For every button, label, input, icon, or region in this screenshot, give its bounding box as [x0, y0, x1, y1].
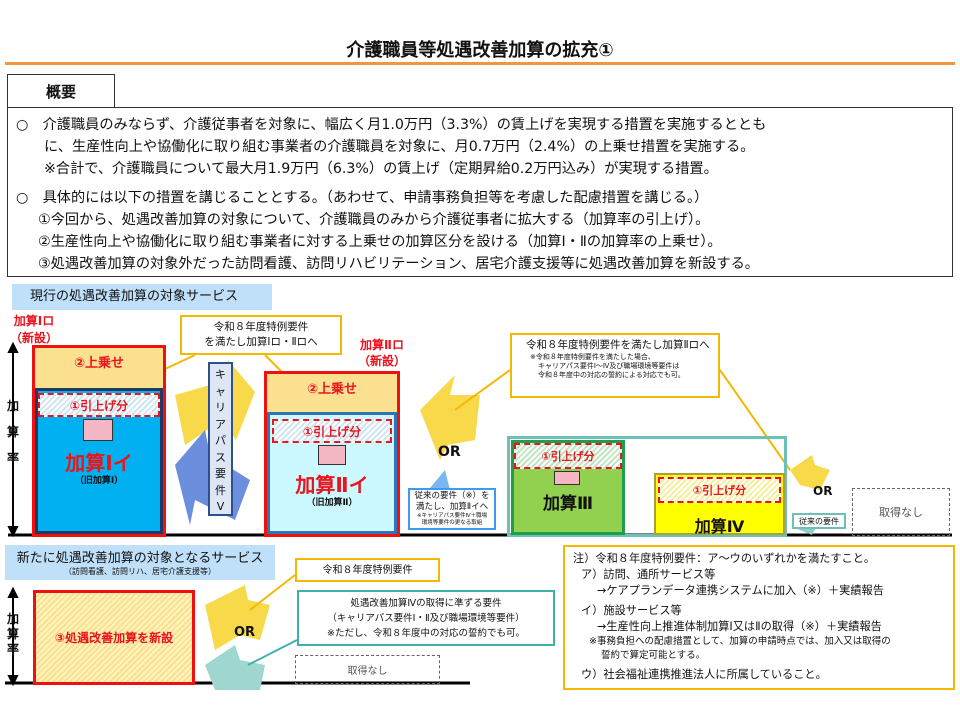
- kasan-1-box: ②上乗せ ①引上げ分 加算Ⅰイ （旧加算Ⅰ）: [32, 345, 166, 537]
- new-services-header: 新たに処遇改善加算の対象となるサービス（訪問看護、訪問リハ、居宅介護支援等）: [5, 545, 275, 580]
- rate-axis-label: 加算率: [6, 612, 19, 656]
- callout-2ro: 令和８年度特例要件を満たし加算Ⅱロへ ※令和８年度特例要件を満たした場合、 キャ…: [510, 333, 720, 398]
- kasan-4-label: 加算Ⅳ: [694, 517, 745, 536]
- hikiage-label: ①引上げ分: [514, 443, 622, 469]
- notes-box: 注）令和８年度特例要件：ア～ウのいずれかを満たすこと。 ア）訪問、通所サービス等…: [563, 545, 955, 690]
- kasan-3-label: 加算Ⅲ: [542, 494, 594, 514]
- new-kasan-box: ③処遇改善加算を新設: [33, 590, 195, 685]
- overview-line: ①今回から、処遇改善加算の対象について、介護職員のみから介護従事者に拡大する（加…: [38, 212, 710, 228]
- axis-arrow-icon: [7, 341, 19, 687]
- kasan-2i-box: ①引上げ分 加算Ⅱイ （旧加算Ⅱ）: [267, 412, 397, 534]
- kasan-2ro-label: 加算Ⅱロ（新設）: [358, 338, 407, 368]
- kasan-2-box: ②上乗せ ①引上げ分 加算Ⅱイ （旧加算Ⅱ）: [264, 371, 400, 537]
- overview-line: に、生産性向上や協働化に取り組む事業者の介護職員を対象に、月0.7万円（2.4%…: [44, 139, 755, 155]
- kasan-1i-box: ①引上げ分 加算Ⅰイ （旧加算Ⅰ）: [35, 388, 163, 534]
- current-services-header: 現行の処遇改善加算の対象サービス: [12, 284, 272, 310]
- kasan-1i-old: （旧加算Ⅰ）: [74, 476, 124, 486]
- arrow-up-icon: [318, 445, 346, 465]
- overview-tab: 概要: [7, 74, 115, 108]
- overview-line: ③処遇改善加算の対象外だった訪問看護、訪問リハビリテーション、居宅介護支援等に処…: [38, 256, 759, 272]
- callout-1ro-2ro: 令和８年度特例要件を満たし加算Ⅰロ・Ⅱロへ: [180, 315, 342, 355]
- conventional-requirements-small: 従来の要件: [792, 513, 846, 529]
- overview-line: ○ 具体的には以下の措置を講じることとする。（あわせて、申請事務負担等を考慮した…: [16, 190, 709, 206]
- not-acquired-box: 取得なし: [852, 488, 950, 536]
- yellow-arrow-icon: [420, 375, 480, 460]
- hikiage-label: ①引上げ分: [272, 419, 392, 443]
- overview-line: ※合計で、介護職員について最大月1.9万円（6.3%）の賃上げ（定期昇給0.2万…: [44, 161, 718, 177]
- kasan-2i-old: （旧加算Ⅱ）: [306, 498, 358, 508]
- note-line: 注）令和８年度特例要件：ア～ウのいずれかを満たすこと。: [573, 552, 876, 565]
- note-line: ウ）社会福祉連携推進法人に所属していること。: [581, 668, 827, 681]
- not-acquired-box: 取得なし: [295, 655, 440, 684]
- note-line: ア）訪問、通所サービス等: [581, 568, 716, 581]
- uwanose-label: ②上乗せ: [306, 382, 357, 397]
- teal-arrow-icon: [205, 645, 265, 690]
- overview-line: ○ 介護職員のみならず、介護従事者を対象に、幅広く月1.0万円（3.3%）の賃上…: [16, 117, 767, 133]
- hikiage-label: ①引上げ分: [38, 393, 160, 417]
- note-line: →生産性向上推進体制加算Ⅰ又はⅡの取得（※）＋実績報告: [597, 620, 882, 633]
- callout-special-requirements: 令和８年度特例要件: [295, 558, 440, 582]
- title-divider: [5, 62, 955, 65]
- conventional-requirements-box: 従来の要件（※）を満たし、加算Ⅱイへ※キャリアパス要件Ⅳ＋職場環境等要件の更なる…: [408, 488, 496, 530]
- or-label: OR: [813, 484, 833, 498]
- kasan-1i-label: 加算Ⅰイ: [65, 451, 133, 475]
- yellow-arrow-icon: [790, 455, 830, 490]
- note-line: イ）施設サービス等: [581, 604, 682, 617]
- uwanose-label: ②上乗せ: [73, 356, 124, 371]
- callout-leader: [247, 639, 298, 666]
- yellow-arrow-icon: [205, 585, 270, 650]
- kasan-2i-label: 加算Ⅱイ: [295, 473, 369, 497]
- page-title: 介護職員等処遇改善加算の拡充①: [346, 40, 614, 61]
- or-label: OR: [234, 625, 256, 640]
- note-line: 誓約で算定可能とする。: [601, 650, 706, 661]
- arrow-up-icon: [83, 419, 113, 441]
- note-line: ※事務負担への配慮措置として、加算の申請時点では、加入又は取得の: [589, 636, 891, 647]
- kasan-3-4-group: [507, 436, 787, 537]
- kasan-4-box: ①引上げ分 加算Ⅳ: [654, 473, 785, 536]
- overview-line: ②生産性向上や協働化に取り組む事業者に対する上乗せの加算区分を設ける（加算Ⅰ・Ⅱ…: [38, 234, 722, 250]
- note-line: →ケアプランデータ連携システムに加入（※）＋実績報告: [597, 584, 884, 597]
- kasan-1ro-label: 加算Ⅰロ（新設）: [10, 314, 59, 345]
- arrow-up-icon: [554, 471, 580, 485]
- kasan-3-box: ①引上げ分 加算Ⅲ: [511, 440, 625, 535]
- or-label: OR: [438, 444, 461, 460]
- overview-box: ○ 介護職員のみならず、介護従事者を対象に、幅広く月1.0万円（3.3%）の賃上…: [7, 107, 953, 277]
- callout-kasan-4-equivalent: 処遇改善加算Ⅳの取得に準ずる要件（キャリアパス要件Ⅰ・Ⅱ及び職場環境等要件）※た…: [297, 590, 555, 646]
- rate-axis-label: 加算率: [6, 399, 19, 465]
- hikiage-label: ①引上げ分: [658, 477, 781, 503]
